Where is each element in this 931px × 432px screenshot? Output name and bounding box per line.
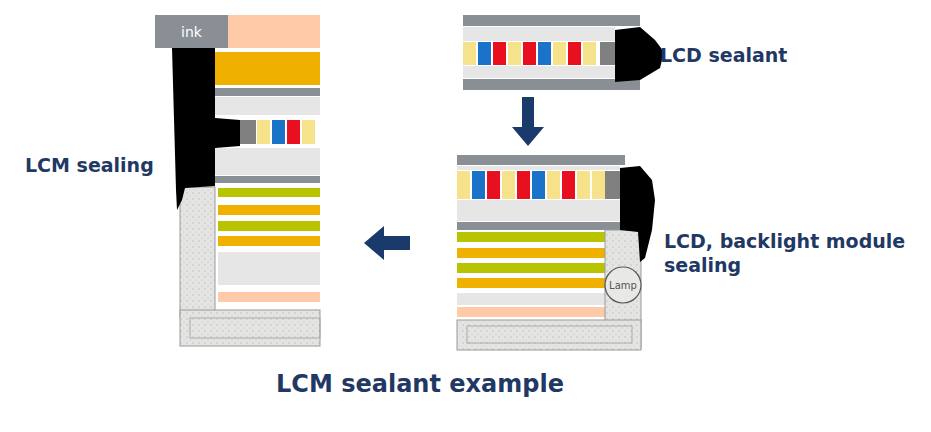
ink-box: ink [155,15,228,48]
lamp-circle: Lamp [604,266,642,304]
callout-label: LCD sealant [660,44,787,68]
node-text: ink [181,24,202,40]
node-text: Lamp [609,280,637,291]
callout-label: LCM sealing [25,154,154,178]
callout-label: LCD, backlight module sealing [664,230,924,278]
caption: LCM sealant example [180,370,660,398]
